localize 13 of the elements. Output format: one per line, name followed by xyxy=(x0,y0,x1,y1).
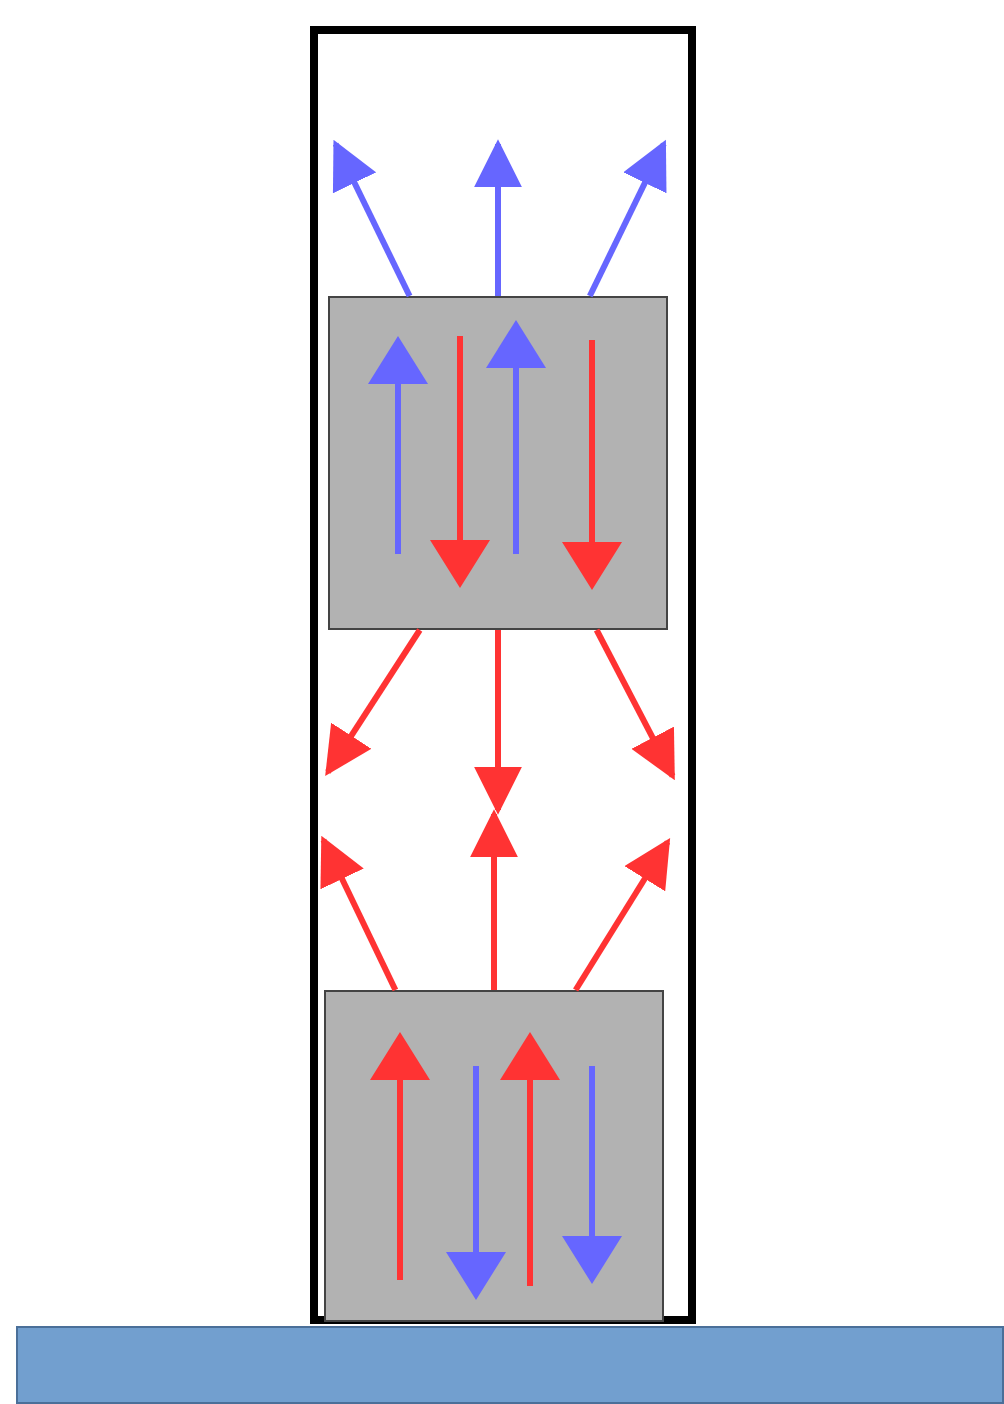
ground-bar xyxy=(16,1326,1004,1404)
arrow xyxy=(325,628,423,777)
box xyxy=(328,296,668,630)
arrow xyxy=(470,809,518,990)
arrow xyxy=(593,628,676,781)
arrow xyxy=(587,139,667,298)
arrow xyxy=(474,630,522,815)
arrow xyxy=(332,139,413,298)
arrow xyxy=(474,139,522,296)
box xyxy=(310,26,696,1324)
arrow xyxy=(573,837,671,992)
box xyxy=(324,990,664,1322)
arrow xyxy=(320,835,399,992)
